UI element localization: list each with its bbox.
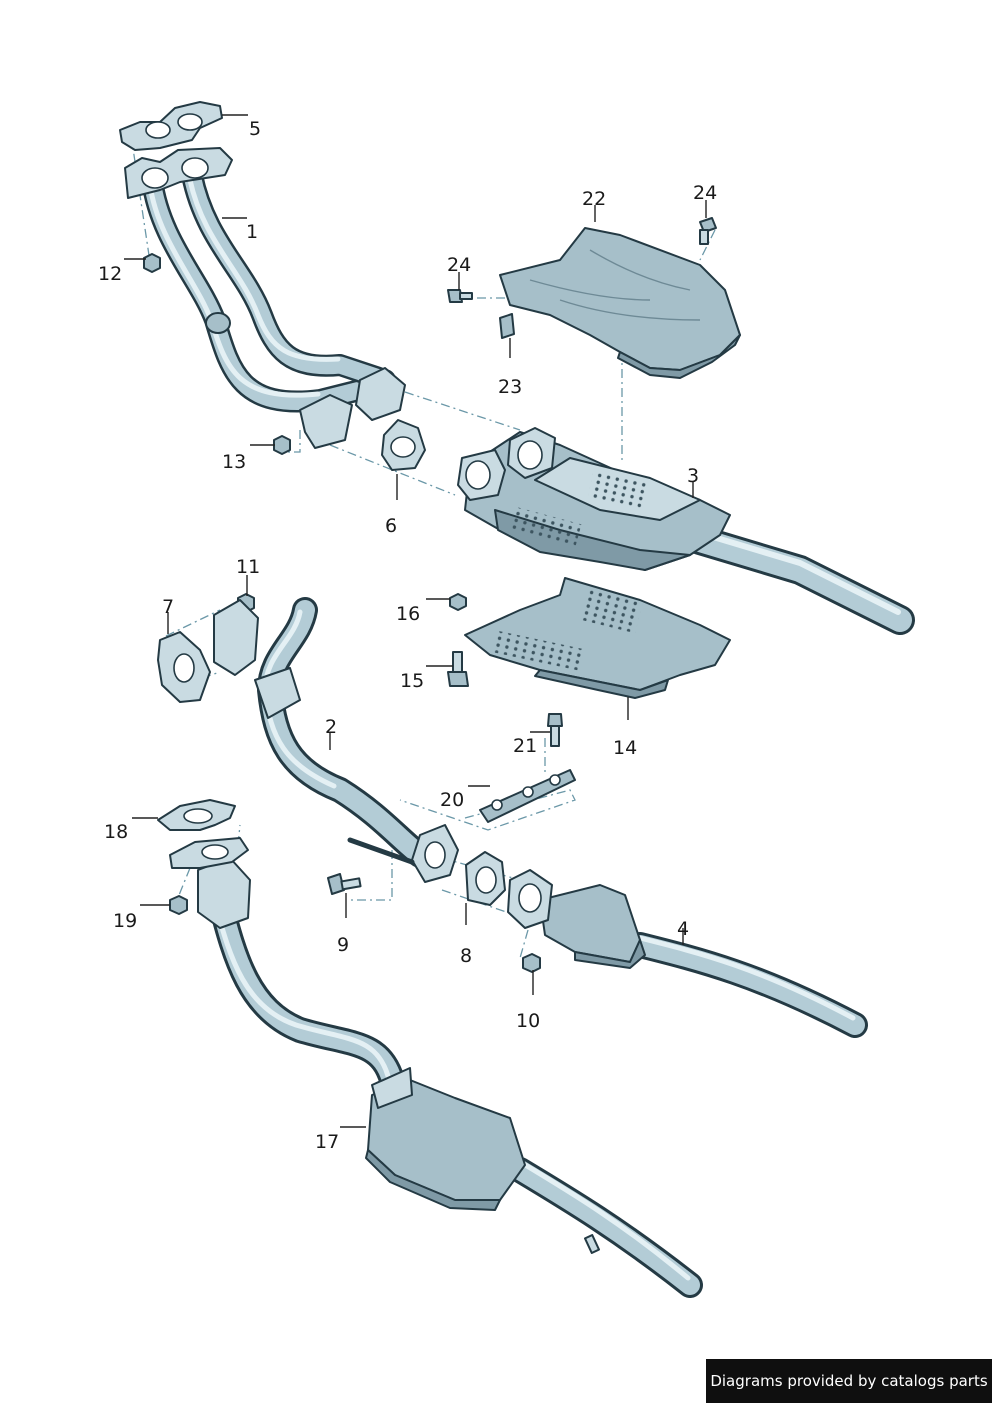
nut-12 (143, 253, 161, 273)
gasket-top (119, 101, 223, 151)
callout-14: 14 (613, 737, 637, 759)
callout-5: 5 (249, 118, 261, 140)
callout-4: 4 (677, 918, 689, 940)
callout-13: 13 (222, 451, 246, 473)
heat-shield-14 (464, 577, 731, 699)
catalyst-17 (169, 837, 703, 1298)
callout-21: 21 (513, 735, 537, 757)
callout-2: 2 (325, 716, 337, 738)
callout-15: 15 (400, 670, 424, 692)
callout-6: 6 (385, 515, 397, 537)
gasket-18 (157, 799, 236, 831)
bolt-15 (447, 651, 469, 687)
clip-23 (499, 313, 515, 339)
callout-1: 1 (246, 221, 258, 243)
catalyst-4 (507, 869, 868, 1038)
callout-22: 22 (582, 188, 606, 210)
center-pipe-3 (457, 427, 915, 635)
callouts: 5 1 12 13 6 22 24 24 23 3 11 7 16 15 14 … (98, 114, 717, 1153)
callout-3: 3 (687, 465, 699, 487)
callout-24-left: 24 (447, 254, 471, 276)
bolt-21 (547, 713, 563, 747)
callout-20: 20 (440, 789, 464, 811)
callout-17: 17 (315, 1131, 339, 1153)
callout-10: 10 (516, 1010, 540, 1032)
callout-23: 23 (498, 376, 522, 398)
callout-9: 9 (337, 934, 349, 956)
nut-19 (169, 895, 188, 915)
bolt-9 (327, 873, 362, 895)
front-pipe-2 (213, 597, 459, 883)
callout-16: 16 (396, 603, 420, 625)
screw-24-left (447, 289, 473, 303)
bracket-20 (479, 769, 576, 823)
gasket-6 (381, 419, 426, 471)
gasket-7 (157, 631, 211, 703)
callout-8: 8 (460, 945, 472, 967)
nut-13 (273, 435, 291, 455)
front-pipe-twin (124, 147, 406, 449)
heat-shield-22 (499, 227, 741, 379)
nut-16 (449, 593, 467, 611)
callout-11: 11 (236, 556, 260, 578)
screw-24-right (699, 217, 717, 245)
nut-10 (522, 953, 541, 973)
callout-12: 12 (98, 263, 122, 285)
callout-7: 7 (162, 596, 174, 618)
callout-24-right: 24 (693, 182, 717, 204)
credit-banner: Diagrams provided by catalogs parts (706, 1359, 992, 1403)
gasket-8 (465, 851, 506, 906)
callout-19: 19 (113, 910, 137, 932)
callout-18: 18 (104, 821, 128, 843)
